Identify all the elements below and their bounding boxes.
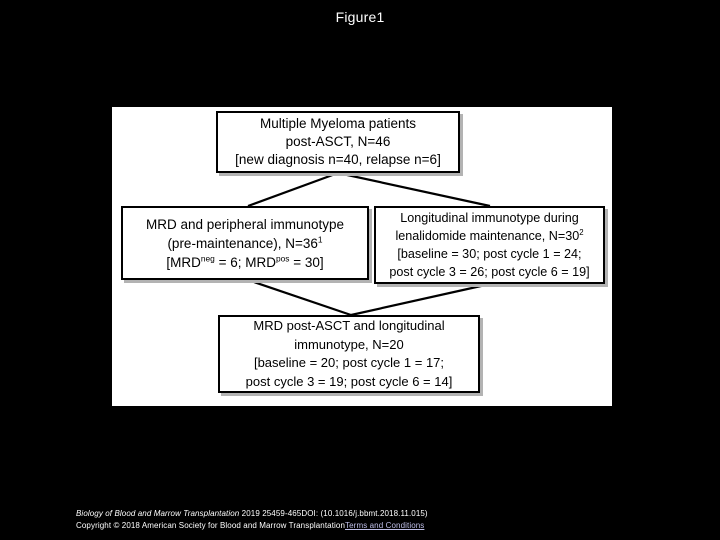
flow-box-cohort-line-2: post-ASCT, N=46 [285, 134, 391, 149]
flow-box-cohort-line-1: Multiple Myeloma patients [259, 116, 417, 131]
flow-box-mrd-and-longitudinal: MRD post-ASCT and longitudinal immunotyp… [218, 315, 480, 393]
flow-box-combined-line-1: MRD post-ASCT and longitudinal [253, 318, 445, 333]
connector-right-to-bottom [350, 282, 491, 317]
flow-box-mrd-line-2: (pre-maintenance), N=361 [167, 234, 322, 253]
flow-box-mrd-line-2-superscript: 1 [317, 234, 323, 244]
flow-box-mrd-pos-superscript: pos [275, 253, 290, 263]
flow-box-longitudinal-line-2-superscript: 2 [579, 227, 584, 237]
connector-top-to-right [337, 171, 491, 208]
flow-box-longitudinal-line-4: post cycle 3 = 26; post cycle 6 = 19] [389, 265, 590, 279]
flow-box-longitudinal-line-2-text: lenalidomide maintenance, N=30 [395, 229, 580, 243]
flow-box-longitudinal-immunotype: Longitudinal immunotype during lenalidom… [374, 206, 605, 284]
footer-citation-line: Biology of Blood and Marrow Transplantat… [76, 508, 676, 520]
figure-panel: Multiple Myeloma patients post-ASCT, N=4… [112, 107, 612, 406]
flow-box-mrd-line-3: [MRDneg = 6; MRDpos = 30] [166, 253, 323, 272]
flow-box-longitudinal-line-2: lenalidomide maintenance, N=302 [395, 227, 583, 245]
journal-name: Biology of Blood and Marrow Transplantat… [76, 509, 240, 518]
citation-details: 2019 25459-465DOI: (10.1016/j.bbmt.2018.… [239, 509, 428, 518]
flow-box-mrd-line-3-part-b: = 6; MRD [214, 254, 276, 270]
flow-box-mrd-line-2-text: (pre-maintenance), N=36 [167, 235, 318, 251]
copyright-text: Copyright © 2018 American Society for Bl… [76, 520, 346, 530]
flow-box-combined-line-4: post cycle 3 = 19; post cycle 6 = 14] [245, 373, 453, 389]
flow-box-combined-line-2: immunotype, N=20 [294, 336, 404, 352]
flow-box-mrd-peripheral-immunotype: MRD and peripheral immunotype (pre-maint… [121, 206, 369, 280]
flow-box-longitudinal-line-3: [baseline = 30; post cycle 1 = 24; [397, 247, 582, 261]
flow-box-combined-line-3: [baseline = 20; post cycle 1 = 17; [253, 355, 445, 370]
connector-top-to-left [247, 171, 339, 208]
flow-box-mrd-line-3-part-a: [MRD [166, 254, 201, 270]
connector-left-to-bottom [247, 278, 352, 317]
flow-box-mrd-line-1: MRD and peripheral immunotype [145, 216, 345, 232]
page-title: Figure1 [335, 9, 385, 25]
flow-box-longitudinal-line-1: Longitudinal immunotype during [400, 211, 579, 225]
flow-box-cohort: Multiple Myeloma patients post-ASCT, N=4… [216, 111, 460, 173]
flow-box-mrd-neg-superscript: neg [200, 253, 215, 263]
flow-box-mrd-line-3-part-c: = 30] [289, 254, 324, 270]
footer: Biology of Blood and Marrow Transplantat… [76, 508, 676, 531]
footer-copyright-line: Copyright © 2018 American Society for Bl… [76, 520, 676, 532]
flow-box-cohort-line-3: [new diagnosis n=40, relapse n=6] [235, 152, 441, 167]
terms-and-conditions-link[interactable]: Terms and Conditions [345, 520, 425, 530]
